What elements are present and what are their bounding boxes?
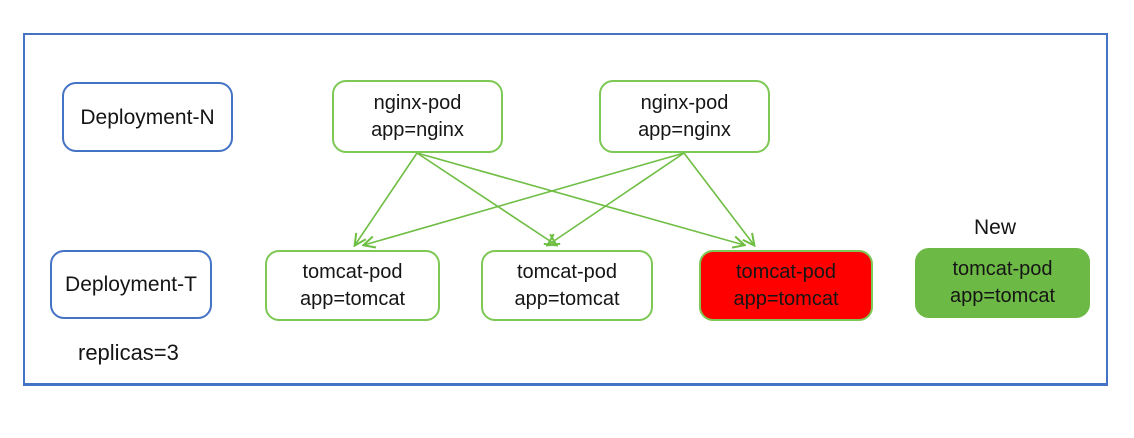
pod-selector: app=tomcat [733, 287, 839, 310]
pod-selector: app=tomcat [949, 285, 1056, 307]
pod-name: nginx-pod [373, 91, 462, 114]
pod-name: tomcat-pod [735, 260, 837, 283]
pod-selector: app=nginx [371, 118, 464, 141]
deployment-n-box: Deployment-N [62, 82, 233, 152]
tomcat-pod-3-red: tomcat-pod app=tomcat [699, 250, 873, 321]
pod-name: tomcat-pod [302, 260, 403, 283]
tomcat-pod-4-new: tomcat-pod app=tomcat [915, 248, 1090, 318]
pod-name: tomcat-pod [952, 258, 1053, 280]
deployment-n-label: Deployment-N [80, 105, 215, 129]
new-pod-label: New [973, 216, 1016, 239]
pod-selector: app=nginx [638, 118, 731, 141]
nginx-pod-1: nginx-pod app=nginx [332, 80, 503, 153]
tomcat-pod-1: tomcat-pod app=tomcat [265, 250, 440, 321]
deployment-t-box: Deployment-T [50, 250, 212, 319]
pod-name: nginx-pod [640, 91, 729, 114]
tomcat-pod-2: tomcat-pod app=tomcat [481, 250, 653, 321]
pod-name: tomcat-pod [516, 260, 618, 283]
replicas-label: replicas=3 [78, 340, 179, 365]
pod-selector: app=tomcat [514, 287, 620, 310]
deployment-t-label: Deployment-T [65, 273, 197, 296]
pod-selector: app=tomcat [299, 287, 406, 310]
nginx-pod-2: nginx-pod app=nginx [599, 80, 770, 153]
